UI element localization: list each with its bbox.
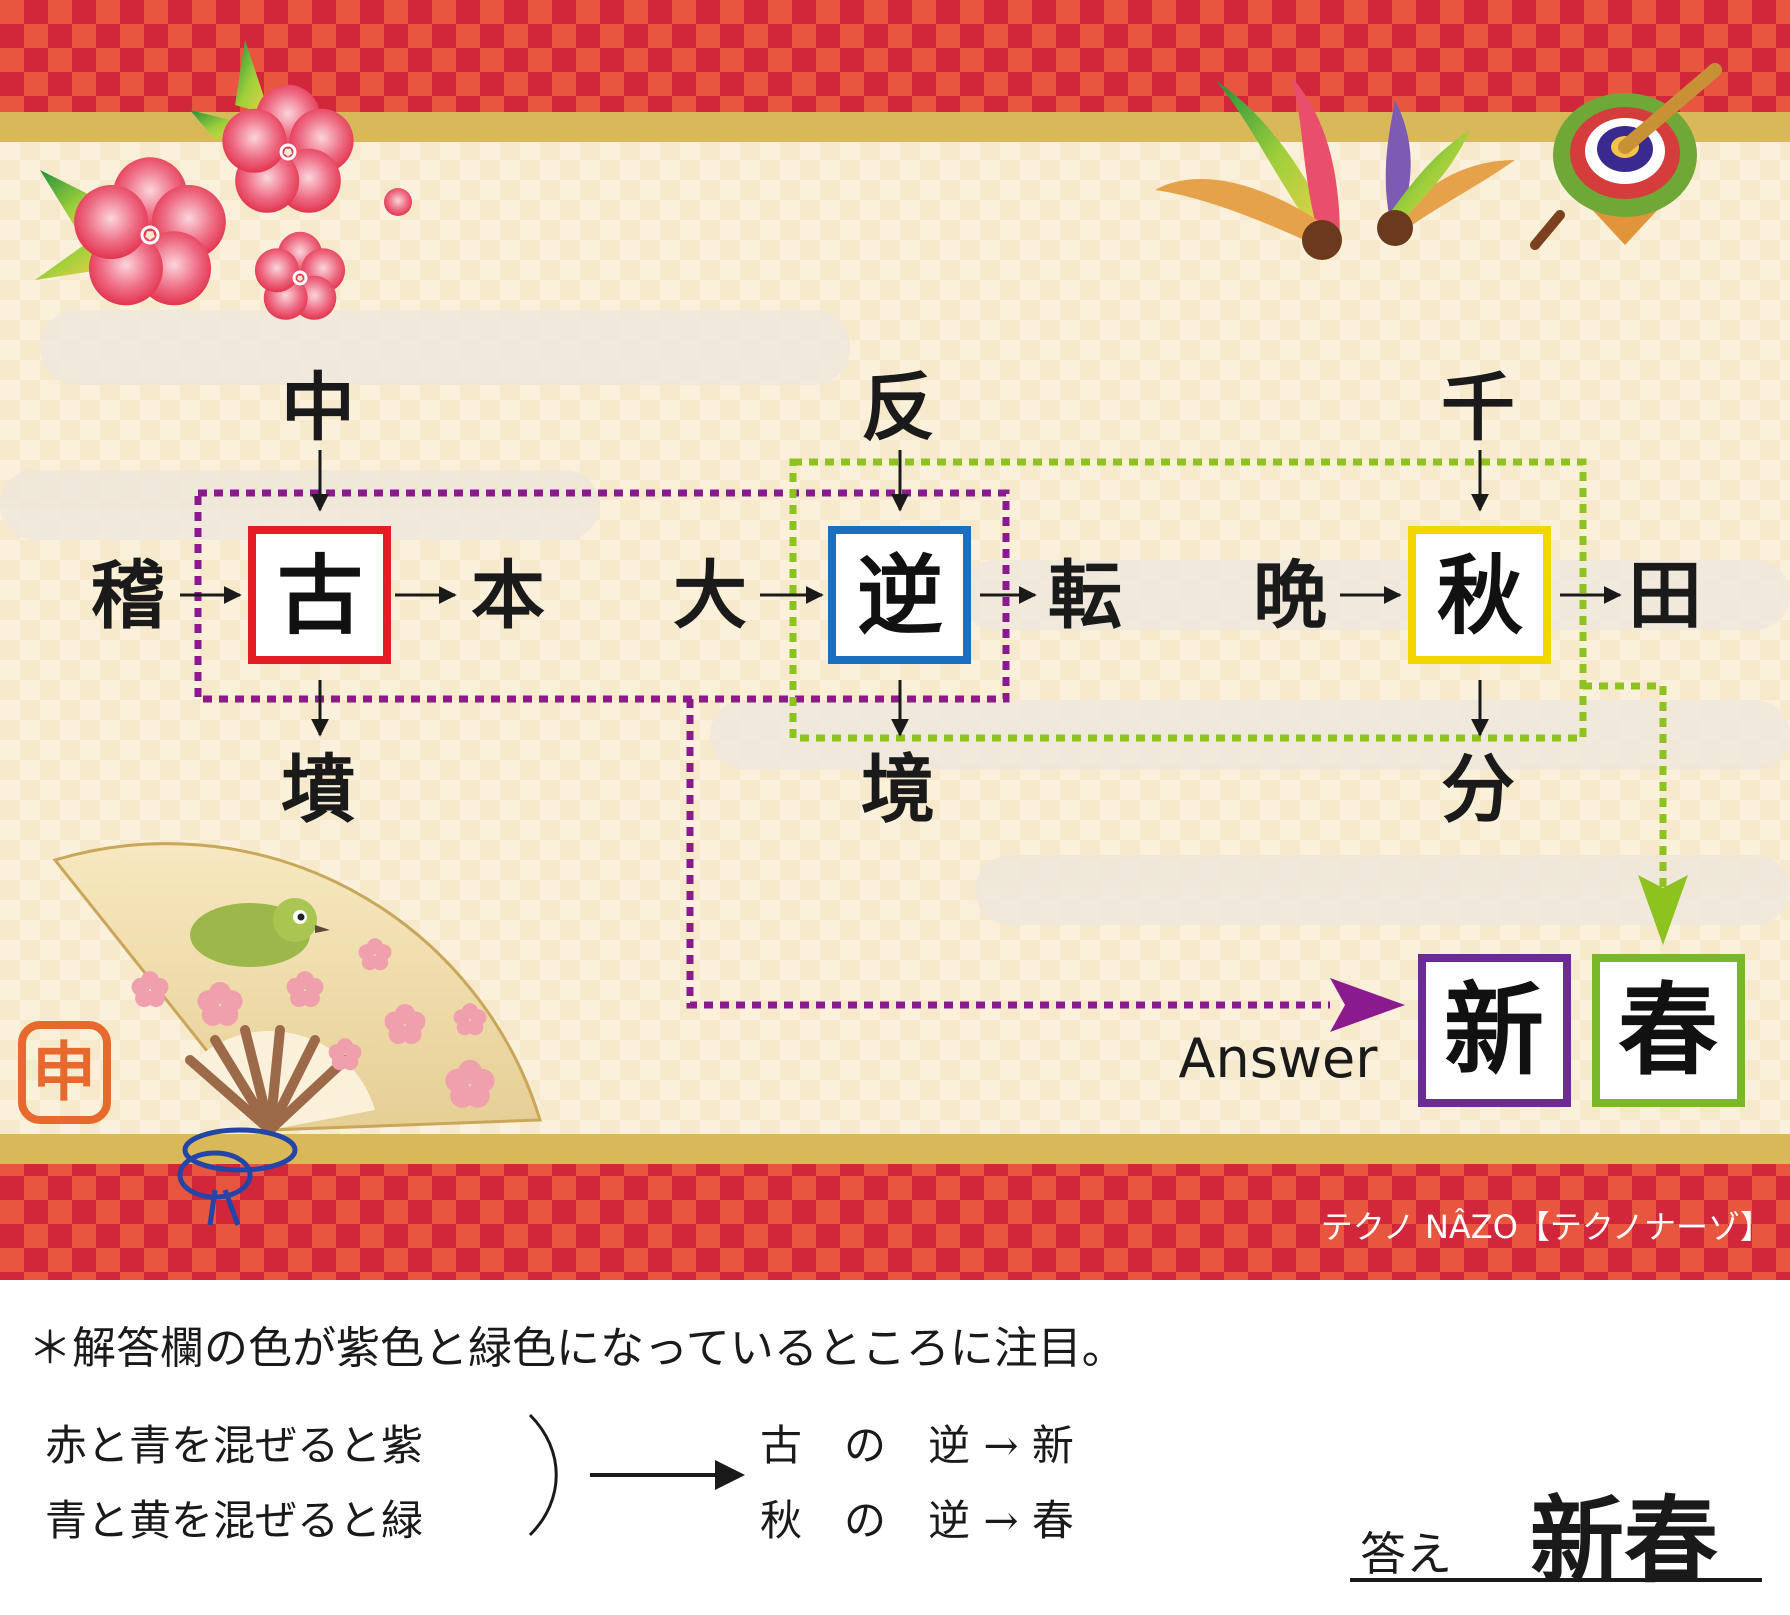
mix-rule-1: 赤と青を混ぜると紫: [45, 1421, 424, 1470]
grid2-top: 反: [861, 365, 935, 451]
answer-box-2: 春: [1618, 971, 1718, 1089]
explanation-note: ＊解答欄の色が紫色と緑色になっているところに注目。: [28, 1323, 1126, 1374]
seal-stamp: 申: [18, 1021, 111, 1124]
mix-rule-2: 青と黄を混ぜると緑: [45, 1496, 424, 1545]
brand-credit: テクノ NÂZO【テクノナーゾ】: [1321, 1208, 1772, 1246]
plum-blossom-decoration: [35, 40, 412, 320]
spinning-top-decoration: [1530, 63, 1722, 250]
puzzle-board: 申 古 中 稽 本 墳 逆 反 大 転 境: [0, 0, 1790, 1280]
grid3-right: 田: [1628, 553, 1702, 639]
green-arrowhead: [1638, 875, 1688, 945]
answer-box-1: 新: [1444, 971, 1544, 1089]
kanji-grid-1: 古 中 稽 本 墳: [91, 365, 545, 833]
grid1-left: 稽: [91, 553, 165, 639]
answer-underline: [1350, 1578, 1762, 1582]
grid1-top: 中: [281, 365, 355, 451]
grid1-center: 古: [277, 546, 363, 647]
bracket-arrow: [528, 1413, 745, 1537]
kanji-grid-2: 逆 反 大 転 境: [673, 365, 1122, 833]
answer-boxes: Answer 新 春: [1179, 954, 1745, 1107]
mist-clouds: [0, 310, 1790, 925]
grid2-left: 大: [673, 553, 747, 639]
grid3-top: 千: [1441, 365, 1515, 451]
result-1: 古 の 逆 → 新: [760, 1421, 1074, 1470]
kanji-grid-3: 秋 千 晩 田 分: [1253, 365, 1702, 833]
final-answer: 新春: [1530, 1486, 1719, 1596]
result-2: 秋 の 逆 → 春: [760, 1496, 1074, 1545]
grid-arrows: [180, 450, 1622, 737]
stamp-char: 申: [32, 1036, 96, 1111]
grid1-right: 本: [471, 553, 545, 639]
grid3-left: 晩: [1253, 553, 1327, 639]
answer-label: Answer: [1179, 1027, 1379, 1090]
final-answer-label: 答え: [1360, 1527, 1452, 1581]
grid2-right: 転: [1048, 553, 1122, 639]
grid2-center: 逆: [857, 546, 943, 647]
grid3-bottom: 分: [1441, 747, 1515, 833]
grid1-bottom: 墳: [281, 747, 355, 833]
folding-fan-decoration: [52, 842, 543, 1226]
grid3-center: 秋: [1437, 546, 1523, 647]
hagoita-shuttlecock-decoration: [1155, 75, 1515, 260]
grid2-bottom: 境: [861, 747, 935, 833]
purple-arrowhead: [1330, 978, 1405, 1032]
